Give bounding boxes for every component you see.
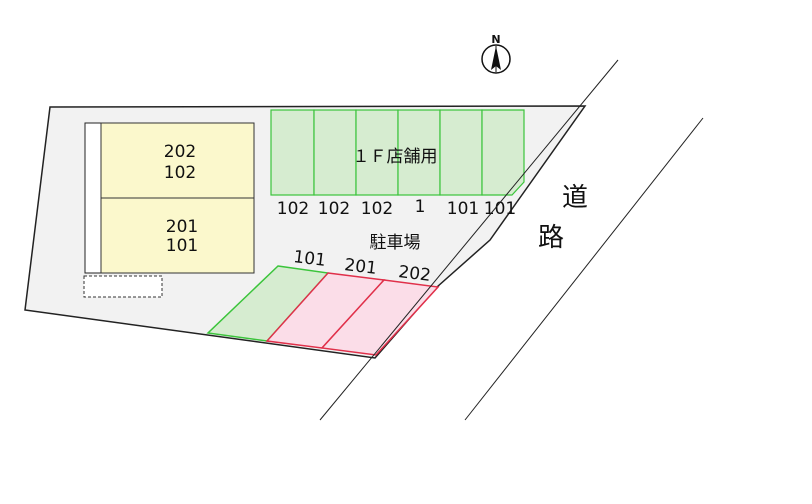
shop-parking-label: １Ｆ店舗用 — [353, 147, 438, 167]
shop-space-number: 1 — [415, 197, 426, 217]
unit-label-201: 201 — [166, 217, 198, 237]
shop-parking-space — [397, 109, 441, 196]
parking-lot-label: 駐車場 — [370, 233, 421, 253]
road-label-char-1: 道 — [562, 183, 588, 213]
shop-space-number: 101 — [447, 199, 479, 219]
shop-parking-space — [313, 109, 357, 196]
shop-parking-space — [439, 109, 483, 196]
road-edge-right — [464, 117, 704, 421]
shop-space-number: 102 — [318, 199, 350, 219]
building-unit-upper — [100, 122, 255, 199]
unit-label-102: 102 — [164, 163, 196, 183]
north-arrow-icon: N — [481, 33, 511, 74]
angled-space-number-202: 202 — [397, 262, 432, 286]
unit-label-202: 202 — [164, 142, 196, 162]
shop-parking-space — [481, 109, 525, 196]
building-unit-lower — [100, 197, 255, 274]
building-corridor — [84, 122, 102, 274]
angled-parking-space-202 — [320, 279, 440, 356]
angled-space-number-101: 101 — [292, 247, 327, 271]
dashed-area — [83, 275, 163, 298]
angled-space-number-201: 201 — [343, 255, 378, 279]
north-label: N — [491, 33, 500, 46]
shop-space-number: 102 — [361, 199, 393, 219]
road-edge-left — [319, 59, 619, 421]
shop-parking-space — [270, 109, 315, 196]
shop-space-number: 102 — [277, 199, 309, 219]
unit-label-101: 101 — [166, 236, 198, 256]
shop-parking-row — [270, 109, 525, 196]
road-label-char-2: 路 — [538, 223, 564, 253]
shop-space-number: 101 — [484, 199, 516, 219]
